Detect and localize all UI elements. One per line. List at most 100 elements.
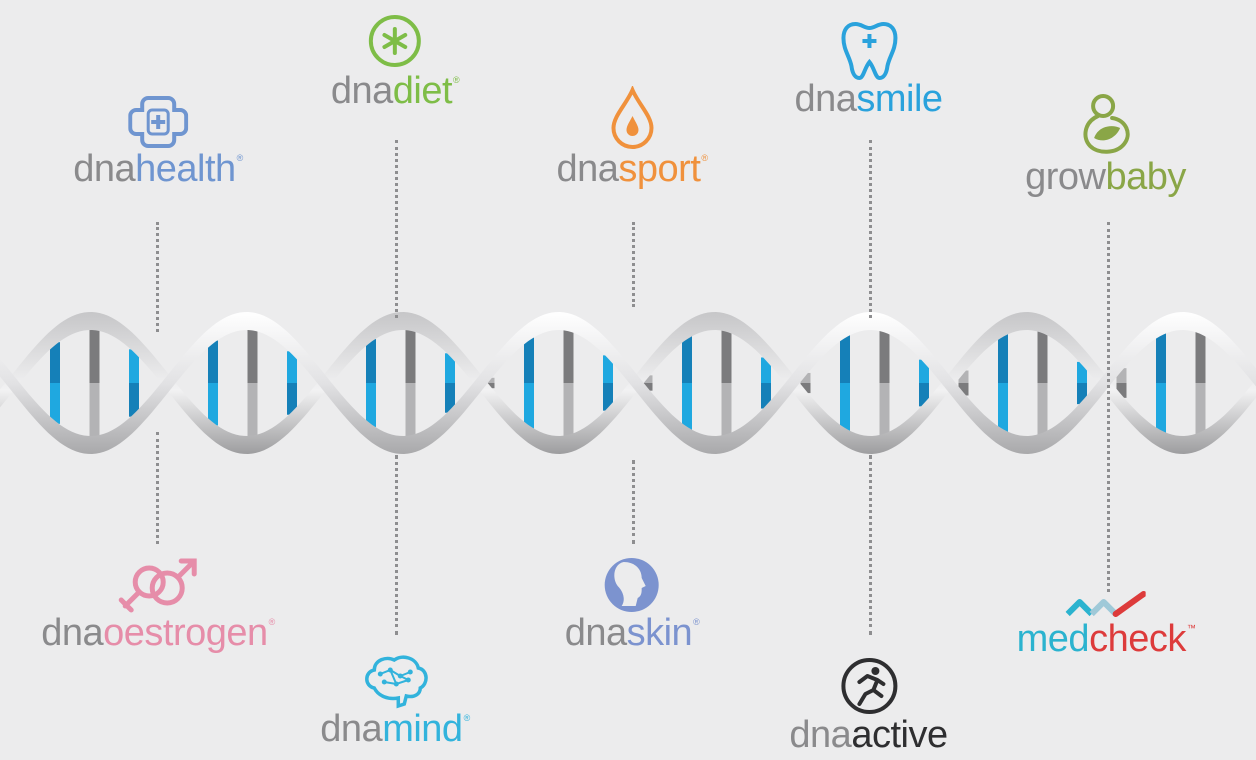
connector-dnasport xyxy=(632,222,635,307)
helix-rung-upper xyxy=(366,339,376,383)
brand-suffix: skin xyxy=(626,612,693,654)
tooth-icon xyxy=(840,21,898,80)
helix-rung-lower xyxy=(1156,383,1166,434)
helix-rung-upper xyxy=(1077,361,1087,383)
brand-growbaby[interactable]: growbaby xyxy=(1025,92,1187,196)
helix-rung-lower xyxy=(721,383,732,438)
helix-rung-upper xyxy=(1195,331,1206,383)
helix-rung-upper xyxy=(208,340,218,383)
helix-rung-lower xyxy=(287,383,297,415)
face-profile-icon xyxy=(605,558,659,612)
helix-rung-upper xyxy=(958,370,969,383)
helix-rung-upper xyxy=(1156,332,1166,383)
helix-rung-upper xyxy=(89,327,100,383)
medical-cross-icon xyxy=(128,96,188,148)
helix-rung-lower xyxy=(1116,383,1127,398)
connector-dnaoestrogen xyxy=(156,432,159,544)
asterisk-circle-icon xyxy=(368,15,421,67)
baby-leaf-icon xyxy=(1083,94,1130,154)
brand-suffix: smile xyxy=(856,78,943,120)
helix-rung-lower xyxy=(682,383,692,430)
helix-rung-lower xyxy=(603,383,613,411)
brand-prefix: med xyxy=(1016,618,1090,660)
helix-rungs xyxy=(50,327,1206,439)
helix-rung-upper xyxy=(919,359,929,383)
brand-suffix: health xyxy=(135,148,236,190)
brand-suffix: mind xyxy=(382,708,463,750)
brand-suffix: check xyxy=(1089,618,1186,660)
connector-growbaby xyxy=(1107,222,1110,592)
brain-icon xyxy=(364,655,428,709)
helix-rung-lower xyxy=(840,383,850,432)
helix-rung-upper xyxy=(445,353,455,383)
helix-rung-upper xyxy=(524,337,534,383)
helix-rung-lower xyxy=(998,383,1008,433)
helix-rung-lower xyxy=(208,383,218,426)
helix-rung-lower xyxy=(445,383,455,413)
helix-rung-upper xyxy=(998,333,1008,383)
runner-circle-icon xyxy=(841,658,897,714)
helix-rung-upper xyxy=(50,342,60,383)
brand-wordmark: dnadiet® xyxy=(330,70,460,112)
brand-wordmark: growbaby xyxy=(1025,156,1186,198)
brand-dnadiet[interactable]: dnadiet® xyxy=(330,10,460,112)
brand-wordmark: dnasmile xyxy=(794,78,943,120)
helix-rung-lower xyxy=(879,383,890,437)
brand-suffix: oestrogen xyxy=(103,612,268,654)
helix-rung-upper xyxy=(840,334,850,383)
helix-rung-lower xyxy=(89,383,100,439)
helix-rung-lower xyxy=(958,383,969,396)
helix-rung-upper xyxy=(879,329,890,383)
helix-rung-upper xyxy=(1037,330,1048,383)
brand-dnamind[interactable]: dnamind® xyxy=(320,652,470,750)
brand-dnaoestrogen[interactable]: dnaoestrogen® xyxy=(41,556,275,652)
helix-rung-lower xyxy=(919,383,929,407)
brand-dnaskin[interactable]: dnaskin® xyxy=(565,556,700,652)
pulse-check-icon xyxy=(1065,591,1146,617)
brand-wordmark: dnasport® xyxy=(556,148,708,190)
connector-dnaactive xyxy=(869,455,872,635)
brand-suffix: baby xyxy=(1105,156,1186,198)
helix-rung-lower xyxy=(247,383,258,439)
helix-rung-lower xyxy=(761,383,771,409)
brand-suffix: active xyxy=(851,714,948,756)
helix-rung-upper xyxy=(1116,368,1127,383)
helix-rung-upper xyxy=(603,355,613,383)
helix-rung-upper xyxy=(682,336,692,383)
helix-rung-lower xyxy=(1037,383,1048,436)
connector-dnahealth xyxy=(156,222,159,332)
helix-rung-lower xyxy=(366,383,376,427)
brand-wordmark: dnahealth® xyxy=(73,148,243,190)
brand-suffix: sport xyxy=(618,148,701,190)
brand-suffix: diet xyxy=(392,70,453,112)
connector-dnaskin xyxy=(632,460,635,544)
brand-wordmark: dnamind® xyxy=(320,708,470,750)
brand-wordmark: dnaoestrogen® xyxy=(41,612,275,654)
brand-wordmark: dnaactive xyxy=(789,714,948,756)
helix-rung-lower xyxy=(129,383,139,417)
gender-symbols-icon xyxy=(118,558,197,613)
helix-rung-upper xyxy=(761,357,771,383)
helix-rung-upper xyxy=(129,349,139,383)
water-drop-icon xyxy=(610,86,654,149)
helix-rung-lower xyxy=(642,383,653,391)
brand-dnaactive[interactable]: dnaactive xyxy=(789,656,948,754)
helix-rung-lower xyxy=(405,383,416,439)
brand-dnasmile[interactable]: dnasmile xyxy=(794,20,943,118)
helix-rung-lower xyxy=(800,383,811,394)
helix-rung-lower xyxy=(1077,383,1087,405)
brand-wordmark: dnaskin® xyxy=(564,612,700,654)
connector-dnadiet xyxy=(395,140,398,318)
brand-medcheck[interactable]: medcheck™ xyxy=(1017,590,1196,658)
connector-dnasmile xyxy=(869,140,872,318)
brand-dnahealth[interactable]: dnahealth® xyxy=(73,94,243,188)
brand-dnasport[interactable]: dnasport® xyxy=(556,86,708,190)
helix-rung-lower xyxy=(563,383,574,438)
brand-wordmark: medcheck™ xyxy=(1016,618,1196,660)
helix-rung-upper xyxy=(287,351,297,383)
helix-rung-lower xyxy=(50,383,60,424)
helix-rung-lower xyxy=(524,383,534,429)
helix-rung-upper xyxy=(800,372,811,383)
